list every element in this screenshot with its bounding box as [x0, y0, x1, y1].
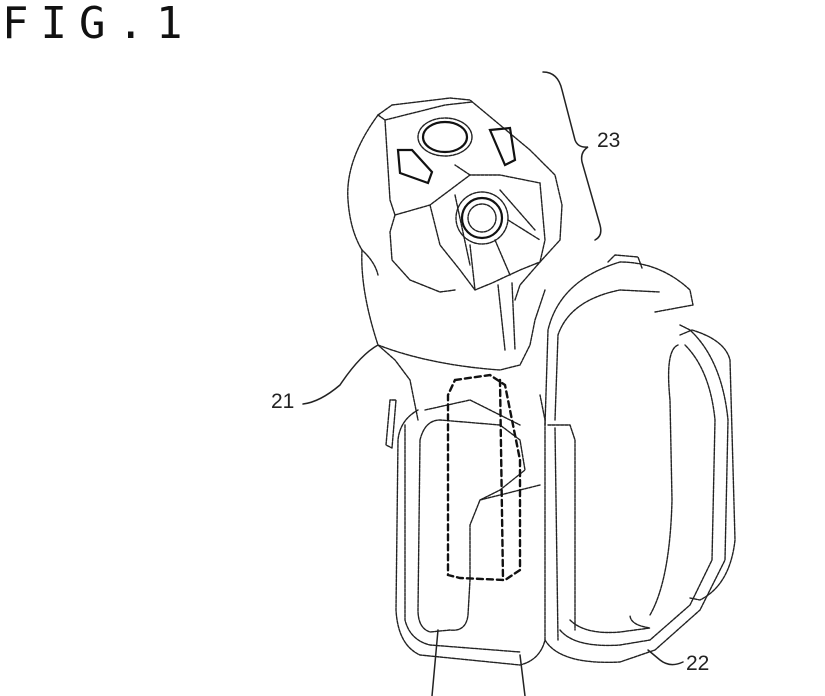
- leader-bottom-left: [431, 629, 439, 696]
- top-button: [421, 120, 469, 154]
- reference-label-21: 21: [271, 390, 295, 413]
- reference-label-22: 22: [686, 652, 710, 675]
- hidden-internal-outline: [446, 373, 522, 582]
- controller-body: [361, 249, 546, 666]
- reference-label-23: 23: [597, 129, 621, 152]
- left-button: [396, 148, 434, 185]
- controller-head: [347, 97, 563, 351]
- brace-23: [542, 71, 602, 241]
- figure-title: FIG.1: [2, 0, 195, 49]
- strap: [544, 254, 736, 664]
- right-button: [488, 126, 517, 167]
- leader-22: [647, 649, 684, 666]
- thumbstick: [460, 196, 504, 240]
- leader-bottom-mid: [519, 654, 526, 696]
- leader-21: [302, 344, 379, 405]
